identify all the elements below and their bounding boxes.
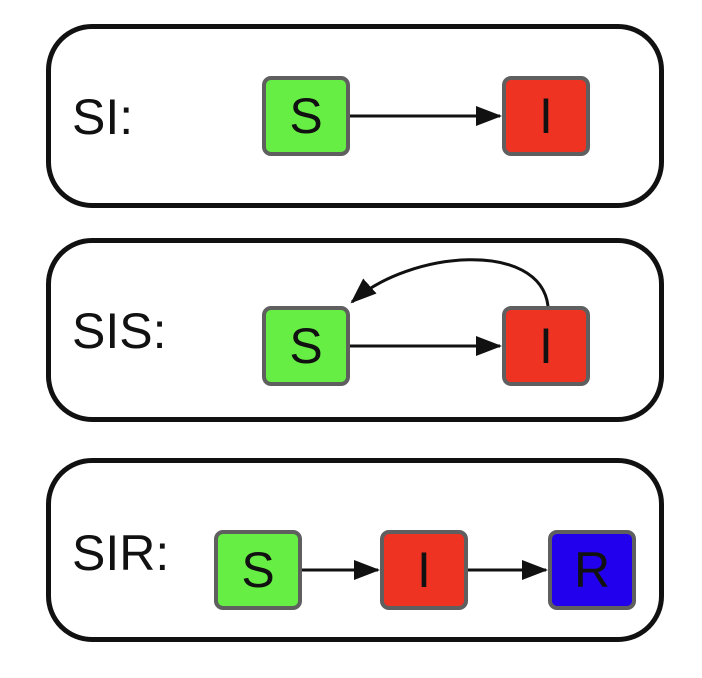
sir-susceptible-box: S: [214, 530, 302, 610]
sis-model-label: SIS:: [72, 303, 167, 359]
si-model-label: SI:: [72, 89, 134, 145]
sir-infected-box: I: [380, 530, 468, 610]
si-infected-box: I: [502, 76, 590, 156]
sis-susceptible-box: S: [262, 306, 350, 386]
sis-infected-box: I: [502, 306, 590, 386]
sir-recovered-box: R: [548, 530, 636, 610]
si-susceptible-box: S: [262, 76, 350, 156]
sir-model-label: SIR:: [72, 525, 170, 581]
